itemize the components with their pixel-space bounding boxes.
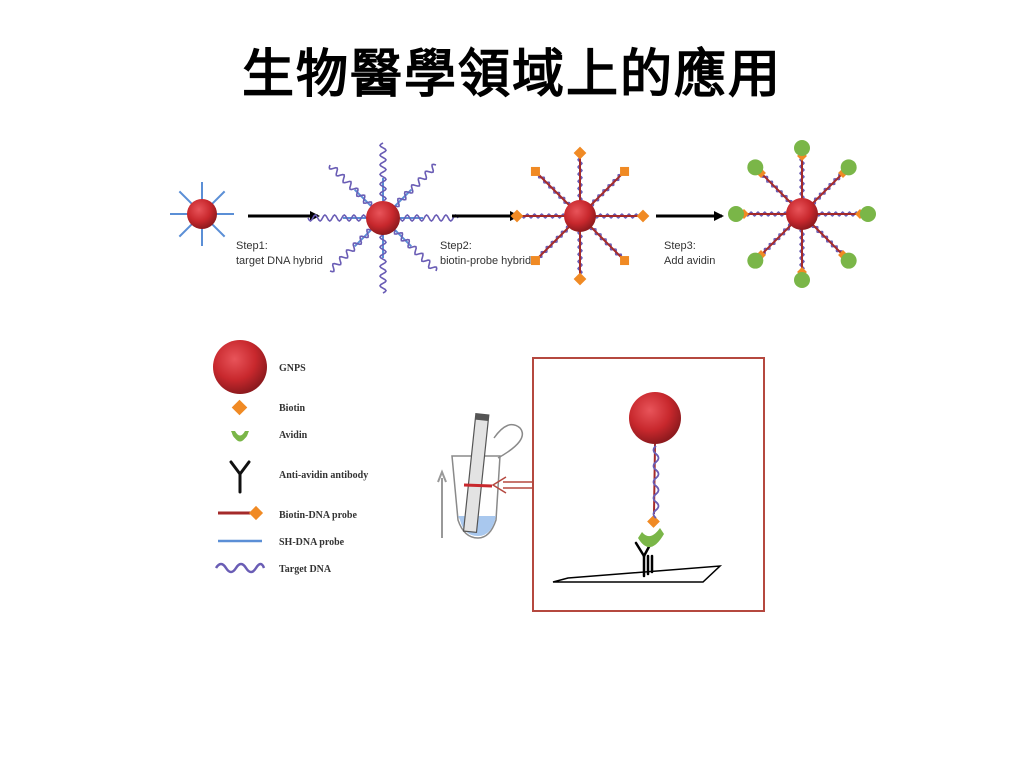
- sh-probe-strand: [178, 223, 193, 238]
- sh-probe-strand: [211, 223, 226, 238]
- slide-title: 生物醫學領域上的應用: [241, 44, 782, 105]
- biotin-marker: [530, 256, 540, 266]
- target-dna-strand: [379, 142, 387, 202]
- avidin-marker: [794, 140, 810, 156]
- zoom-detail-frame: [491, 357, 765, 612]
- test-tube-illustration: [437, 413, 524, 539]
- zoom-pointer-arrow: [491, 476, 533, 494]
- avidin-marker: [747, 252, 764, 269]
- target-dna-strand: [379, 234, 387, 294]
- nanoparticle-avidin: [728, 140, 876, 288]
- gold-nanoparticle: [564, 200, 596, 232]
- anti-avidin-antibody: [634, 541, 654, 578]
- target-dna-strand: [307, 214, 367, 222]
- legend-label-avidin: Avidin: [279, 430, 308, 441]
- legend-label-biotin-probe: Biotin-DNA probe: [279, 510, 357, 521]
- biotin-probe-strand: [761, 173, 793, 205]
- step1-title: Step1:: [236, 240, 268, 252]
- biotin-diamond-icon: [231, 399, 248, 416]
- biotin-marker: [573, 272, 587, 286]
- biotin-probe-strand: [811, 223, 843, 255]
- antibody-y-icon: [229, 460, 251, 494]
- avidin-marker: [840, 252, 857, 269]
- target-dna-strand: [399, 214, 459, 222]
- sh-probe-strand: [178, 190, 193, 205]
- biotin-probe-strand: [589, 174, 622, 207]
- substrate-surface: [552, 565, 723, 583]
- avidin-marker: [794, 272, 810, 288]
- target-dna-strand: [393, 229, 438, 272]
- target-dna-wave-icon: [214, 562, 266, 574]
- avidin-marker: [840, 159, 857, 176]
- legend-label-biotin: Biotin: [279, 403, 306, 414]
- biotin-marker: [530, 166, 540, 176]
- avidin-bound: [638, 528, 664, 548]
- target-dna-strand: [652, 445, 660, 519]
- biotin-marker: [620, 166, 630, 176]
- biotin-probe-strand: [589, 225, 622, 258]
- step3-title: Step3:: [664, 240, 696, 252]
- avidin-marker: [747, 159, 764, 176]
- step1-description: target DNA hybrid: [236, 255, 323, 267]
- avidin-marker: [860, 206, 876, 222]
- biotin-probe-strand: [538, 174, 571, 207]
- nanoparticle-biotin-probe: [510, 146, 650, 286]
- biotin-marker: [573, 146, 587, 160]
- sh-probe-strand: [211, 190, 226, 205]
- gold-nanoparticle: [366, 201, 400, 235]
- test-band: [463, 483, 493, 488]
- biotin-marker: [510, 209, 524, 223]
- gold-nanoparticle-icon: [213, 340, 267, 394]
- legend-label-target-dna: Target DNA: [279, 564, 332, 575]
- nanoparticle-bare: [170, 182, 234, 246]
- gold-nanoparticle: [786, 198, 818, 230]
- tube-cap: [493, 423, 524, 459]
- avidin-cup-icon: [231, 431, 249, 442]
- step2-title: Step2:: [440, 240, 472, 252]
- step3-description: Add avidin: [664, 255, 715, 267]
- gold-nanoparticle: [629, 392, 681, 444]
- legend-label-gnps: GNPS: [279, 363, 306, 374]
- biotin-marker: [620, 256, 630, 266]
- step2-description: biotin-probe hybrid: [440, 255, 531, 267]
- process-row: Step1: target DNA hybrid Step2: biotin-p…: [170, 140, 876, 294]
- biotin-probe-strand: [811, 173, 843, 205]
- avidin-marker: [728, 206, 744, 222]
- target-dna-strand: [328, 164, 373, 207]
- biotin-marker: [636, 209, 650, 223]
- target-dna-strand: [329, 228, 372, 273]
- legend-label-antibody: Anti-avidin antibody: [279, 470, 368, 481]
- target-dna-strand: [394, 163, 437, 208]
- biotin-probe-icon: [218, 505, 264, 521]
- legend-label-sh-probe: SH-DNA probe: [279, 537, 345, 548]
- nanoparticle-target-dna: [307, 142, 459, 294]
- legend: GNPS Biotin Avidin Anti-avidin antibody: [213, 340, 368, 575]
- biotin-probe-strand: [538, 225, 571, 258]
- biotin-probe-strand: [761, 223, 793, 255]
- gold-nanoparticle: [187, 199, 217, 229]
